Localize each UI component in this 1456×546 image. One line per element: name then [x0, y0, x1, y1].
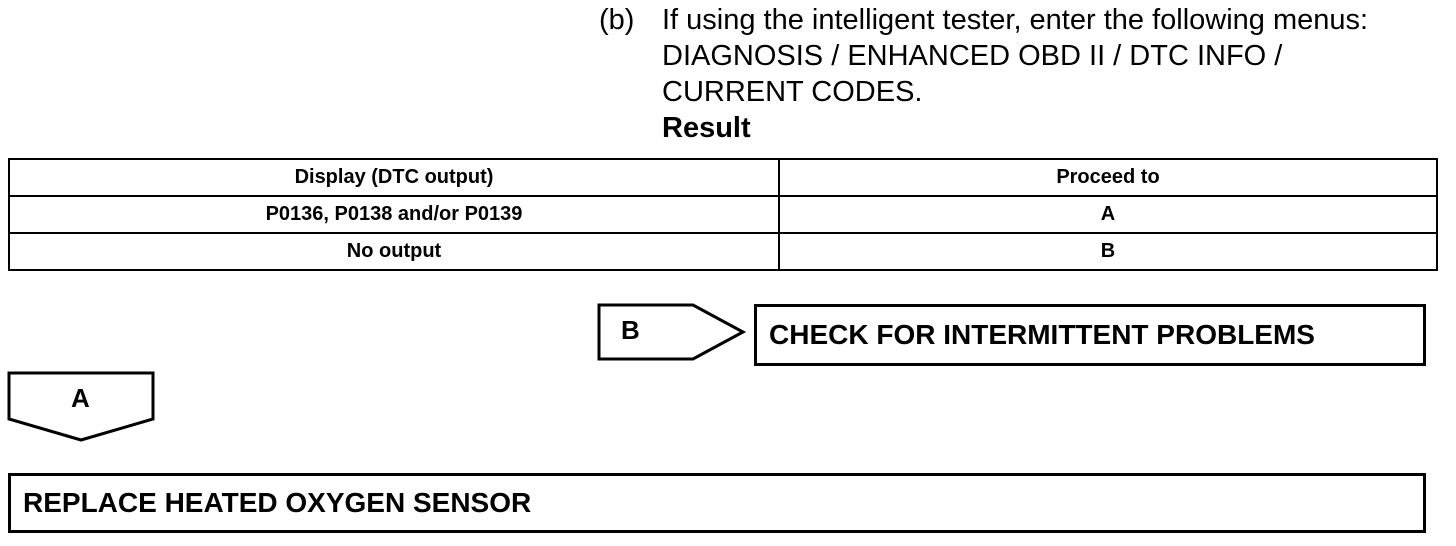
instruction-text: If using the intelligent tester, enter t…: [662, 2, 1442, 146]
cell-proceed-to: A: [778, 195, 1438, 234]
cell-display: No output: [8, 232, 780, 271]
table-header-row: Display (DTC output) Proceed to: [8, 158, 1438, 197]
result-table: Display (DTC output) Proceed to P0136, P…: [8, 158, 1438, 271]
down-arrow-icon: [7, 371, 155, 442]
right-arrow-icon: [597, 303, 747, 361]
replace-sensor-label: REPLACE HEATED OXYGEN SENSOR: [23, 487, 532, 518]
instruction-line: If using the intelligent tester, enter t…: [662, 4, 1369, 36]
check-intermittent-box: CHECK FOR INTERMITTENT PROBLEMS: [754, 304, 1426, 366]
table-row: No output B: [8, 232, 1438, 271]
check-intermittent-label: CHECK FOR INTERMITTENT PROBLEMS: [769, 319, 1315, 350]
branch-b-label: B: [621, 315, 640, 345]
branch-b-arrow: B: [597, 303, 747, 361]
header-proceed-to: Proceed to: [778, 158, 1438, 197]
header-display: Display (DTC output): [8, 158, 780, 197]
cell-display: P0136, P0138 and/or P0139: [8, 195, 780, 234]
instruction-line: CURRENT CODES.: [662, 76, 923, 108]
branch-a-label: A: [71, 383, 90, 413]
step-label: (b): [599, 4, 635, 36]
cell-proceed-to: B: [778, 232, 1438, 271]
replace-sensor-box: REPLACE HEATED OXYGEN SENSOR: [8, 473, 1426, 533]
table-row: P0136, P0138 and/or P0139 A: [8, 195, 1438, 234]
result-heading: Result: [662, 112, 751, 144]
instruction-line: DIAGNOSIS / ENHANCED OBD II / DTC INFO /: [662, 40, 1283, 72]
branch-a-arrow: A: [7, 371, 155, 443]
